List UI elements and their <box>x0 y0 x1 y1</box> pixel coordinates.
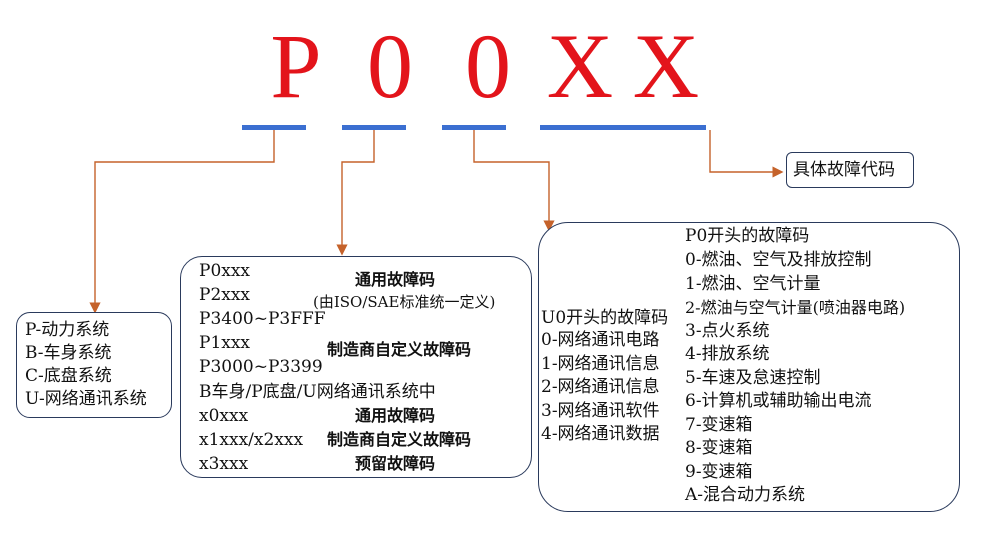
subsystem-box: U0开头的故障码 0-网络通讯电路 1-网络通讯信息 2-网络通讯信息 3-网络… <box>538 222 960 512</box>
u0-item: 3-网络通讯软件 <box>541 400 660 421</box>
x0-range: x0xxx <box>199 406 249 426</box>
p0-item: 3-点火系统 <box>685 320 770 341</box>
code-char-type: 0 <box>367 15 413 117</box>
system-item-c: C-底盘系统 <box>25 366 112 386</box>
code-char-specific-1: X <box>546 15 614 117</box>
specific-code-label: 具体故障代码 <box>793 160 895 180</box>
p0-item: 6-计算机或辅助输出电流 <box>685 391 872 411</box>
p0-item: 0-燃油、空气及排放控制 <box>685 250 872 270</box>
system-item-u: U-网络通讯系统 <box>25 389 147 409</box>
u0-title: U0开头的故障码 <box>541 308 669 328</box>
system-item-b: B-车身系统 <box>25 343 112 363</box>
code-range-list: P0xxx P2xxx P3400~P3FFF P1xxx P3000~P339… <box>199 259 326 379</box>
p0-list: 0-燃油、空气及排放控制 1-燃油、空气计量 2-燃油与空气计量(喷油器电路) … <box>685 249 905 508</box>
code-char-subsystem: 0 <box>465 15 511 117</box>
code-range-p1: P1xxx <box>199 333 251 353</box>
u0-item: 4-网络通讯数据 <box>541 424 660 444</box>
x3-label: 预留故障码 <box>355 454 436 473</box>
u0-item: 0-网络通讯电路 <box>541 330 660 350</box>
x0-label: 通用故障码 <box>355 406 436 425</box>
p0-item: 7-变速箱 <box>685 414 753 435</box>
code-char-system: P <box>270 15 322 117</box>
p0-item: 4-排放系统 <box>685 344 770 364</box>
code-range-p2: P2xxx <box>199 285 251 305</box>
system-list: P-动力系统 B-车身系统 C-底盘系统 U-网络通讯系统 <box>25 319 147 411</box>
p0-item: 5-车速及怠速控制 <box>685 367 821 388</box>
u0-item: 2-网络通讯信息 <box>541 377 660 397</box>
specific-code-box: 具体故障代码 <box>786 152 914 188</box>
p0-item: A-混合动力系统 <box>685 485 806 505</box>
arrow-system <box>89 130 275 314</box>
bpu-note: B车身/P底盘/U网络通讯系统中 <box>199 382 436 402</box>
generic-code-subtitle: (由ISO/SAE标准统一定义) <box>313 293 496 311</box>
code-range-p0: P0xxx <box>199 261 251 281</box>
p0-title: P0开头的故障码 <box>685 226 810 246</box>
code-range-p30: P3000~P3399 <box>199 357 323 377</box>
u0-list: 0-网络通讯电路 1-网络通讯信息 2-网络通讯信息 3-网络通讯软件 4-网络… <box>541 329 660 447</box>
manufacturer-code-title: 制造商自定义故障码 <box>327 340 472 359</box>
x12-range: x1xxx/x2xxx <box>199 430 304 450</box>
p0-item: 9-变速箱 <box>685 461 753 482</box>
arrow-type <box>336 130 375 256</box>
code-char-specific-2: X <box>632 15 700 117</box>
p0-item: 1-燃油、空气计量 <box>685 273 821 294</box>
p0-item: 2-燃油与空气计量(喷油器电路) <box>685 298 906 317</box>
system-box: P-动力系统 B-车身系统 C-底盘系统 U-网络通讯系统 <box>16 312 172 418</box>
x3-range: x3xxx <box>199 454 249 474</box>
generic-code-title: 通用故障码 <box>355 270 436 289</box>
system-item-p: P-动力系统 <box>25 320 110 340</box>
code-type-box: P0xxx P2xxx P3400~P3FFF P1xxx P3000~P339… <box>180 256 532 478</box>
p0-item: 8-变速箱 <box>685 438 753 458</box>
arrow-specific <box>709 130 784 178</box>
arrow-subsystem <box>473 130 555 232</box>
underline-specific <box>540 125 706 130</box>
u0-item: 1-网络通讯信息 <box>541 353 660 374</box>
code-range-p34: P3400~P3FFF <box>199 309 326 329</box>
underline-type <box>342 125 406 130</box>
underline-system <box>242 125 306 130</box>
underline-subsystem <box>442 125 506 130</box>
x12-label: 制造商自定义故障码 <box>327 430 472 449</box>
